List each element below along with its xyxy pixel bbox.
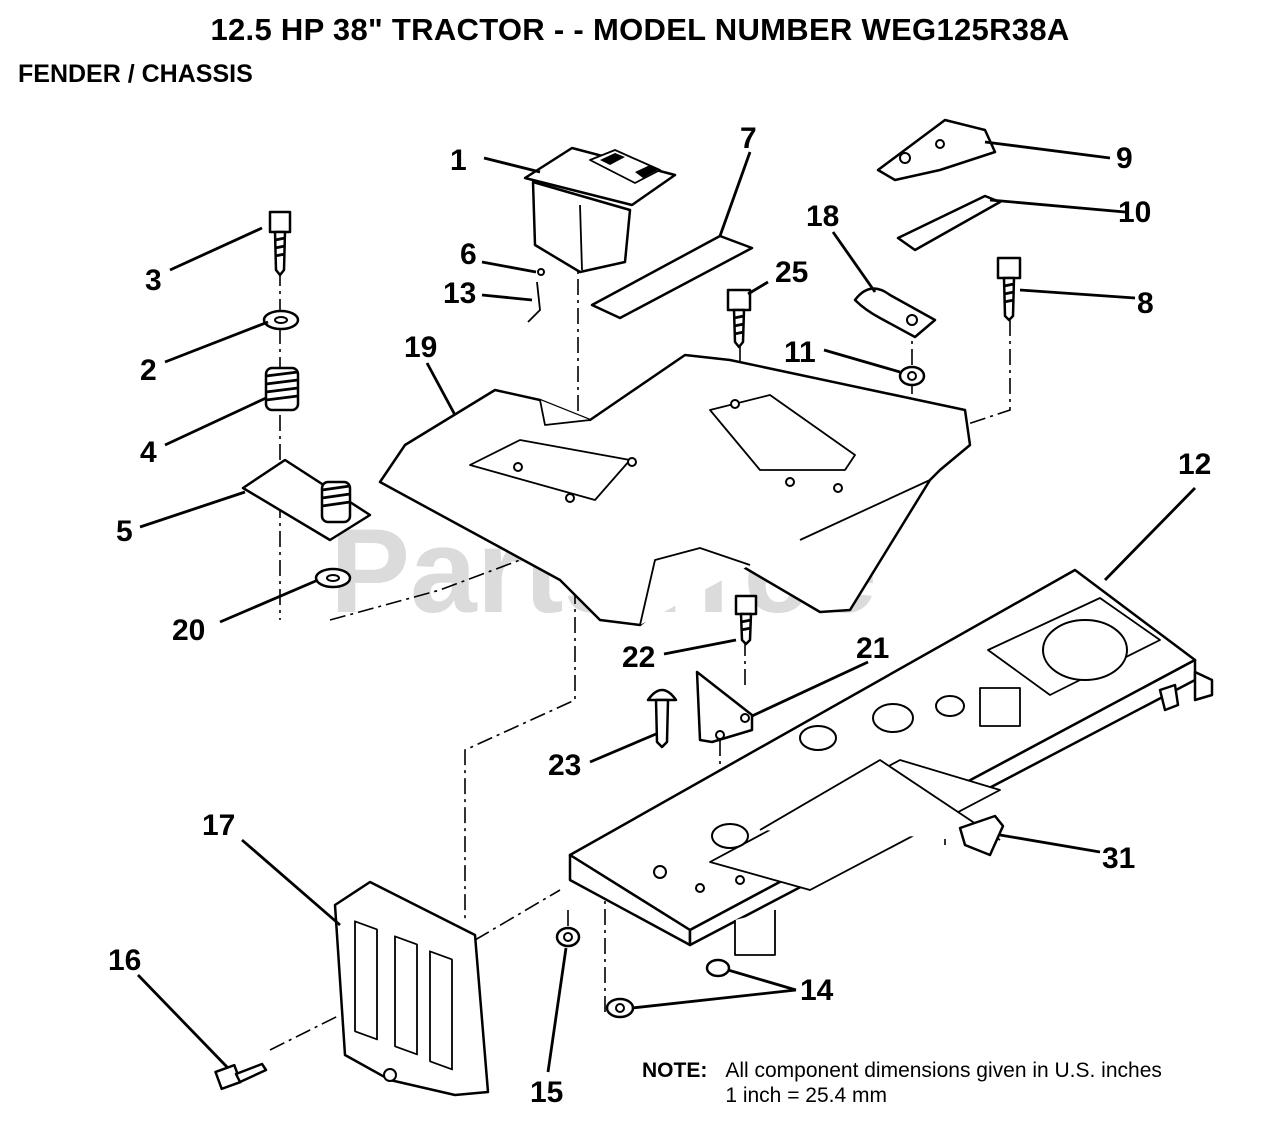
callout-11: 11 — [784, 336, 816, 369]
callout-14: 14 — [800, 974, 834, 1007]
bracket-part-21 — [695, 670, 754, 744]
callout-3: 3 — [145, 264, 162, 297]
plate-part-17 — [333, 880, 490, 1097]
callout-8: 8 — [1137, 287, 1154, 320]
callout-22: 22 — [622, 641, 655, 674]
note-line-1: All component dimensions given in U.S. i… — [725, 1059, 1162, 1082]
callout-4: 4 — [140, 436, 157, 469]
bolt-part-25 — [726, 288, 752, 349]
nut-part-15 — [555, 926, 581, 948]
section-subtitle: FENDER / CHASSIS — [18, 60, 253, 88]
note-label: NOTE: — [642, 1059, 708, 1082]
bolt-part-6 — [537, 268, 545, 276]
callout-numbers: 1 7 9 10 18 3 6 13 25 8 2 11 19 4 12 5 2… — [108, 122, 1211, 1109]
bolt-part-22 — [734, 594, 758, 646]
washer-part-20 — [314, 567, 352, 589]
plate-part-31 — [958, 814, 1005, 857]
page-title: 12.5 HP 38" TRACTOR - - MODEL NUMBER WEG… — [210, 12, 1070, 47]
callout-9: 9 — [1116, 142, 1133, 175]
spring-part-4 — [264, 366, 300, 412]
callout-7: 7 — [740, 122, 757, 155]
note-line-2: 1 inch = 25.4 mm — [725, 1084, 887, 1107]
plate-part-7 — [590, 234, 754, 320]
callout-19: 19 — [404, 331, 437, 364]
callout-18: 18 — [806, 200, 839, 233]
bracket-part-9 — [876, 118, 997, 182]
callout-23: 23 — [548, 749, 581, 782]
bracket-part-10 — [896, 194, 1002, 252]
callout-10: 10 — [1118, 196, 1151, 229]
carriage-bolt-part-23 — [646, 688, 678, 749]
callout-17: 17 — [202, 809, 235, 842]
callout-1: 1 — [450, 144, 467, 177]
battery-box-part-1 — [523, 146, 677, 274]
bolt-part-16 — [214, 1062, 268, 1091]
nut-part-11 — [898, 365, 926, 387]
seat-plate-part-5 — [241, 458, 372, 542]
callout-2: 2 — [140, 354, 157, 387]
callout-16: 16 — [108, 944, 141, 977]
callout-20: 20 — [172, 614, 205, 647]
callout-5: 5 — [116, 515, 133, 548]
nut-part-14 — [605, 958, 731, 1019]
bolt-part-8 — [996, 256, 1022, 322]
callout-21: 21 — [856, 632, 889, 665]
bolt-part-3 — [268, 210, 292, 277]
callout-25: 25 — [775, 256, 808, 289]
callout-12: 12 — [1178, 448, 1211, 481]
washer-part-2 — [262, 309, 300, 331]
strap-part-13 — [527, 281, 541, 323]
fender-part-19 — [378, 353, 972, 627]
callout-6: 6 — [460, 238, 477, 271]
callout-15: 15 — [530, 1076, 563, 1109]
dimension-note: NOTE: All component dimensions given in … — [642, 1058, 1162, 1108]
callout-31: 31 — [1102, 842, 1135, 875]
clip-part-18 — [853, 287, 937, 339]
callout-13: 13 — [443, 277, 476, 310]
chassis-frame-part-12 — [568, 568, 1214, 956]
leader-lines — [136, 140, 1197, 1073]
